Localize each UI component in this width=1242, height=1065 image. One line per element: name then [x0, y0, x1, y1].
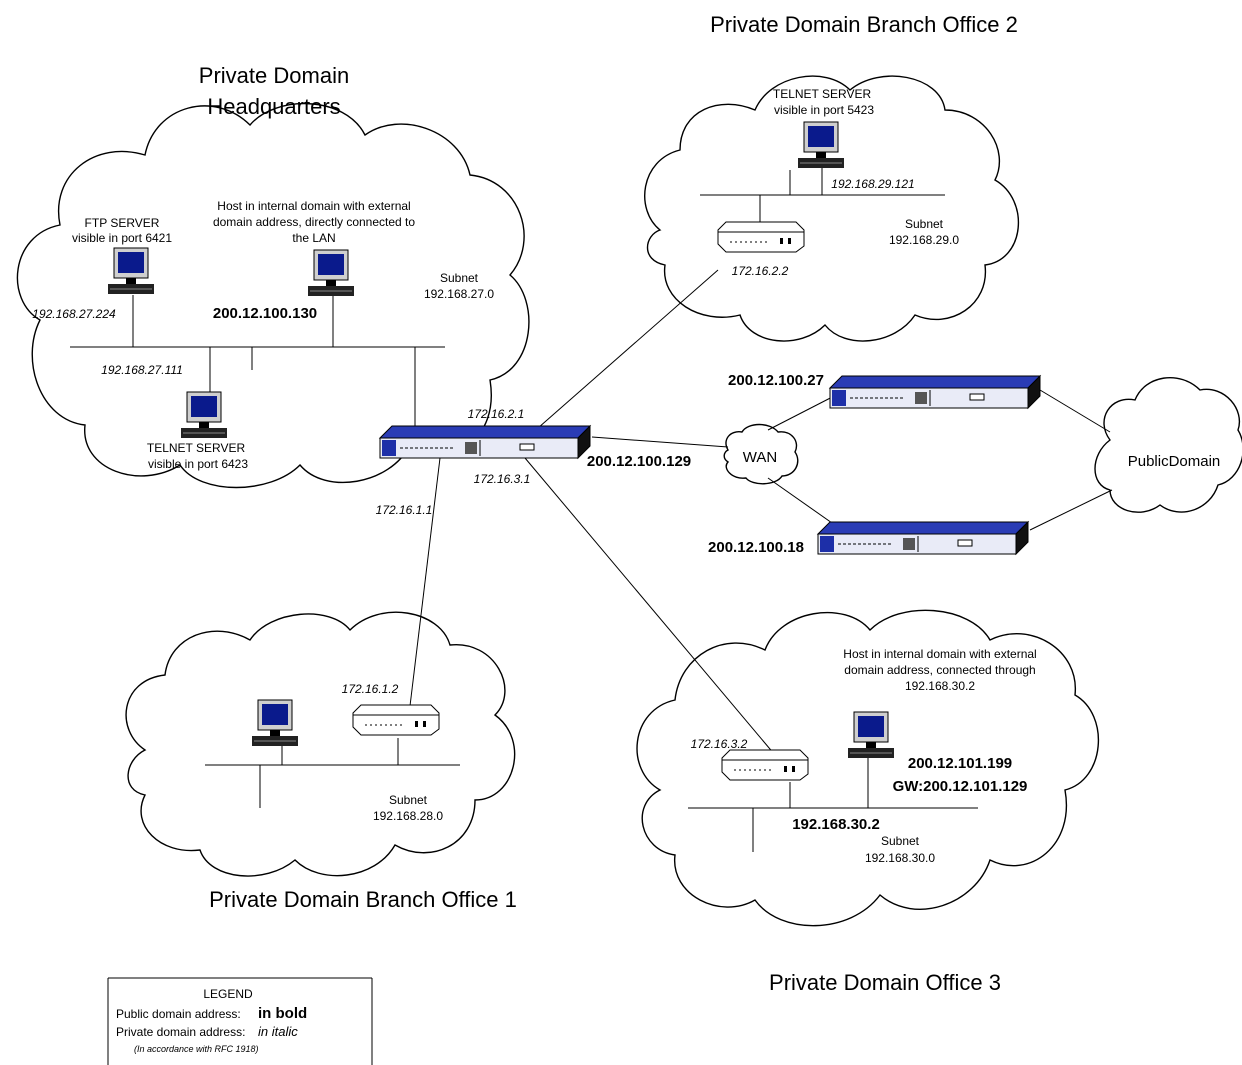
o3-host-desc-2: domain address, connected through — [844, 663, 1035, 677]
hq-title-line1: Private Domain — [199, 63, 349, 88]
o3-host-gateway: GW:200.12.101.129 — [893, 778, 1028, 795]
ftp-server-pc — [107, 247, 155, 295]
public-domain-label: PublicDomain — [1128, 453, 1221, 470]
cloud-wan — [723, 423, 799, 485]
legend-private-label: Private domain address: — [116, 1025, 245, 1039]
legend-public-value: in bold — [258, 1005, 307, 1022]
o3-router — [721, 749, 809, 781]
o3-host-desc-1: Host in internal domain with external — [843, 647, 1036, 661]
b2-telnet-port: visible in port 5423 — [774, 103, 874, 117]
link-central-office3 — [524, 457, 776, 756]
cloud-public-domain — [1094, 376, 1242, 513]
b2-router — [717, 221, 805, 253]
b1-router-ip: 172.16.1.2 — [342, 682, 399, 696]
hq-telnet-ip: 192.168.27.111 — [101, 363, 183, 377]
hq-host-desc-3: the LAN — [292, 231, 335, 245]
central-port-2: 172.16.2.1 — [468, 407, 525, 421]
wan-router-top — [829, 375, 1041, 409]
o3-lan-ip: 192.168.30.2 — [792, 816, 880, 833]
link-central-branch1 — [409, 457, 441, 707]
central-wan-ip: 200.12.100.129 — [587, 453, 691, 470]
central-port-1: 172.16.1.1 — [376, 503, 433, 517]
b1-pc — [251, 699, 299, 747]
b2-telnet-server-pc — [797, 121, 845, 169]
hq-host-ip: 200.12.100.130 — [213, 305, 317, 322]
link-central-wan — [591, 436, 729, 448]
b1-subnet-ip: 192.168.28.0 — [373, 809, 443, 823]
cloud-branch-office-2 — [644, 75, 1019, 342]
o3-router-ip: 172.16.3.2 — [691, 737, 748, 751]
link-router-bottom-public — [1029, 489, 1113, 531]
o3-title: Private Domain Office 3 — [769, 970, 1001, 995]
legend-private-value: in italic — [258, 1024, 298, 1039]
b2-subnet-ip: 192.168.29.0 — [889, 233, 959, 247]
o3-host-ip: 200.12.101.199 — [908, 755, 1012, 772]
hq-telnet-port: visible in port 6423 — [148, 457, 248, 471]
b2-telnet-ip: 192.168.29.121 — [831, 177, 914, 191]
hq-host-desc-2: domain address, directly connected to — [213, 215, 415, 229]
b1-title: Private Domain Branch Office 1 — [209, 887, 517, 912]
central-router — [379, 425, 591, 459]
wan-label: WAN — [743, 449, 777, 466]
legend-title: LEGEND — [203, 987, 253, 1001]
ftp-server-ip: 192.168.27.224 — [32, 307, 116, 321]
hq-telnet-label: TELNET SERVER — [147, 441, 246, 455]
o3-subnet-label: Subnet — [881, 834, 920, 848]
hq-subnet-ip: 192.168.27.0 — [424, 287, 494, 301]
cloud-branch-office-1 — [125, 611, 516, 877]
o3-subnet-ip: 192.168.30.0 — [865, 851, 935, 865]
legend-note: (In accordance with RFC 1918) — [134, 1044, 259, 1054]
link-wan-router-bottom — [767, 477, 843, 531]
hq-subnet-label: Subnet — [440, 271, 479, 285]
b1-subnet-label: Subnet — [389, 793, 428, 807]
link-router-top-public — [1039, 389, 1111, 433]
legend-box: LEGEND Public domain address: in bold Pr… — [107, 977, 373, 1065]
b1-router — [352, 704, 440, 736]
wan-router-top-ip: 200.12.100.27 — [728, 372, 824, 389]
hq-telnet-server-pc — [180, 391, 228, 439]
hq-title-line2: Headquarters — [207, 94, 340, 119]
hq-host-desc-1: Host in internal domain with external — [217, 199, 410, 213]
b2-telnet-label: TELNET SERVER — [773, 87, 872, 101]
hq-host-pc — [307, 249, 355, 297]
link-central-branch2 — [537, 269, 719, 429]
cloud-headquarters — [16, 102, 530, 489]
wan-router-bottom — [817, 521, 1029, 555]
central-port-3: 172.16.3.1 — [474, 472, 531, 486]
wan-router-bottom-ip: 200.12.100.18 — [708, 539, 804, 556]
b2-title: Private Domain Branch Office 2 — [710, 12, 1018, 37]
legend-public-label: Public domain address: — [116, 1007, 241, 1021]
ftp-server-port: visible in port 6421 — [72, 231, 172, 245]
ftp-server-label: FTP SERVER — [85, 216, 160, 230]
b2-subnet-label: Subnet — [905, 217, 944, 231]
o3-host-desc-3: 192.168.30.2 — [905, 679, 975, 693]
o3-host-pc — [847, 711, 895, 759]
b2-router-ip: 172.16.2.2 — [732, 264, 789, 278]
